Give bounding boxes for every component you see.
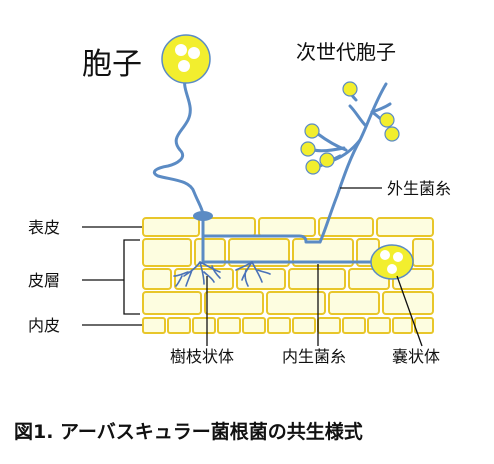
arbuscules — [173, 261, 271, 287]
cell — [192, 317, 216, 334]
label-next-gen-spore: 次世代胞子 — [296, 40, 396, 64]
cell — [142, 268, 172, 290]
label-endodermis: 内皮 — [28, 316, 60, 335]
vesicle-lipid — [380, 250, 390, 260]
cell — [342, 317, 366, 334]
label-intraradical-hyphae: 内生菌糸 — [282, 347, 346, 366]
cell — [288, 268, 346, 290]
cell — [142, 217, 200, 237]
vesicle-lipid — [387, 264, 397, 274]
cortex-row — [142, 291, 434, 315]
cell — [266, 291, 326, 315]
cell — [317, 317, 341, 334]
cell — [318, 217, 374, 237]
cell — [382, 291, 434, 315]
cell — [328, 291, 380, 315]
vesicle-lipid — [393, 252, 403, 262]
cell — [204, 291, 264, 315]
next-generation-spores — [300, 81, 400, 175]
cell — [414, 317, 434, 334]
intraradical-hypha-down — [201, 234, 380, 264]
cell — [142, 238, 192, 267]
appressorium — [193, 211, 213, 221]
next-gen-spore — [304, 123, 320, 139]
spore-lipid — [175, 44, 187, 56]
cell — [392, 317, 413, 334]
label-extraradical-hyphae: 外生菌糸 — [387, 179, 451, 198]
spore-lipid — [178, 60, 190, 72]
cell — [242, 317, 266, 334]
label-cortex: 皮層 — [28, 271, 60, 290]
endodermis-row — [142, 317, 434, 334]
label-arbuscule: 樹枝状体 — [170, 347, 234, 366]
leader-vesicle — [396, 275, 423, 347]
cell — [267, 317, 291, 334]
sporophore-branch — [348, 104, 368, 128]
bracket-cortex — [123, 239, 140, 315]
next-gen-spore — [379, 112, 395, 128]
next-gen-spore — [319, 152, 335, 168]
arbuscule — [235, 261, 271, 287]
cell — [367, 317, 391, 334]
arbuscule — [173, 261, 221, 287]
label-spore: 胞子 — [82, 47, 142, 82]
label-epidermis: 表皮 — [28, 218, 60, 237]
cell — [217, 317, 241, 334]
spore — [161, 34, 211, 84]
cell — [376, 217, 434, 237]
cortex-row — [142, 238, 434, 267]
spore-lipid — [188, 47, 200, 59]
cell — [228, 238, 290, 267]
sporophore-branch — [370, 102, 392, 114]
epidermis-row — [142, 217, 434, 237]
next-gen-spore — [305, 159, 321, 175]
cell — [292, 317, 316, 334]
cell — [292, 238, 354, 267]
cell — [167, 317, 191, 334]
cell — [142, 317, 166, 334]
cell — [412, 238, 434, 267]
next-gen-spore — [342, 81, 358, 97]
labels: 胞子 次世代胞子 表皮 皮層 内皮 外生菌糸 樹枝状体 内生菌糸 嚢状体 — [28, 40, 451, 366]
cell — [202, 217, 256, 237]
cell — [258, 217, 316, 237]
leader-lines — [82, 187, 423, 347]
sporophore-branch — [312, 146, 346, 153]
next-gen-spore — [300, 141, 316, 157]
intraradical-hypha-main — [201, 212, 322, 244]
cell — [142, 291, 202, 315]
germ-hypha — [152, 74, 205, 216]
next-gen-spore — [384, 126, 400, 142]
root-tissue — [142, 217, 434, 334]
spore-body — [161, 34, 211, 84]
vesicle — [370, 244, 414, 280]
extraradical-hypha — [318, 82, 388, 244]
figure-caption: 図1. アーバスキュラー菌根菌の共生様式 — [14, 420, 363, 443]
label-vesicle: 嚢状体 — [392, 347, 440, 366]
